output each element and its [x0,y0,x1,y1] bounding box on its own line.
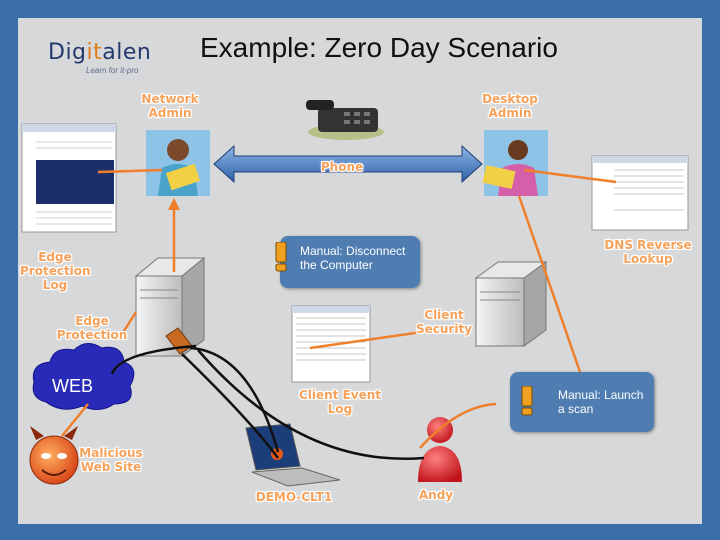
manual-scan-note: Manual: Launch a scan [510,372,654,432]
web-label: WEB [52,376,94,396]
phone-label: Phone [320,160,364,174]
logo-text-c: alen [102,40,152,65]
cloud-icon [32,343,135,410]
demo-clt1-label: DEMO-CLT1 [255,490,333,504]
logo-text-b: it [86,40,103,65]
malicious-face-icon [29,426,79,485]
client-security-server-icon [474,261,548,347]
logo-text-a: Dig [48,40,87,65]
edge-protection-log-label: Edge Protection Log [20,250,91,292]
telephone-icon [306,100,384,140]
network-admin-label: Network Admin [141,92,199,120]
client-security-label: Client Security [415,308,473,336]
scan-note-text: Manual: Launch a scan [558,388,644,416]
logo-tagline: Learn for it-pro [86,66,139,75]
digitalen-logo: Digitalen [48,40,151,65]
manual-disconnect-note: Manual: Disconnect the Computer [275,236,420,288]
dns-lookup-screenshot-icon [591,155,689,231]
edge-log-screenshot-icon [21,123,117,233]
edge-protection-server-icon [134,256,206,357]
laptop-icon [245,423,341,487]
exclamation-icon [521,386,533,416]
arrow-to-network-admin [168,198,180,272]
desktop-admin-label: Desktop Admin [482,92,538,120]
exclamation-icon [275,242,287,272]
attack-path [110,344,425,460]
dns-reverse-lookup-label: DNS Reverse Lookup [604,238,692,266]
connector-lines [61,168,617,449]
andy-label: Andy [418,488,454,502]
double-arrow-icon [213,144,483,184]
user-icon [418,417,462,482]
slide-title: Example: Zero Day Scenario [200,32,558,63]
malicious-web-site-label: Malicious Web Site [79,446,143,474]
desktop-admin-person-icon [482,130,548,196]
disconnect-note-text: Manual: Disconnect the Computer [300,244,406,272]
network-admin-person-icon [146,130,210,196]
edge-protection-label: Edge Protection [56,314,128,342]
client-event-log-label: Client Event Log [298,388,382,416]
